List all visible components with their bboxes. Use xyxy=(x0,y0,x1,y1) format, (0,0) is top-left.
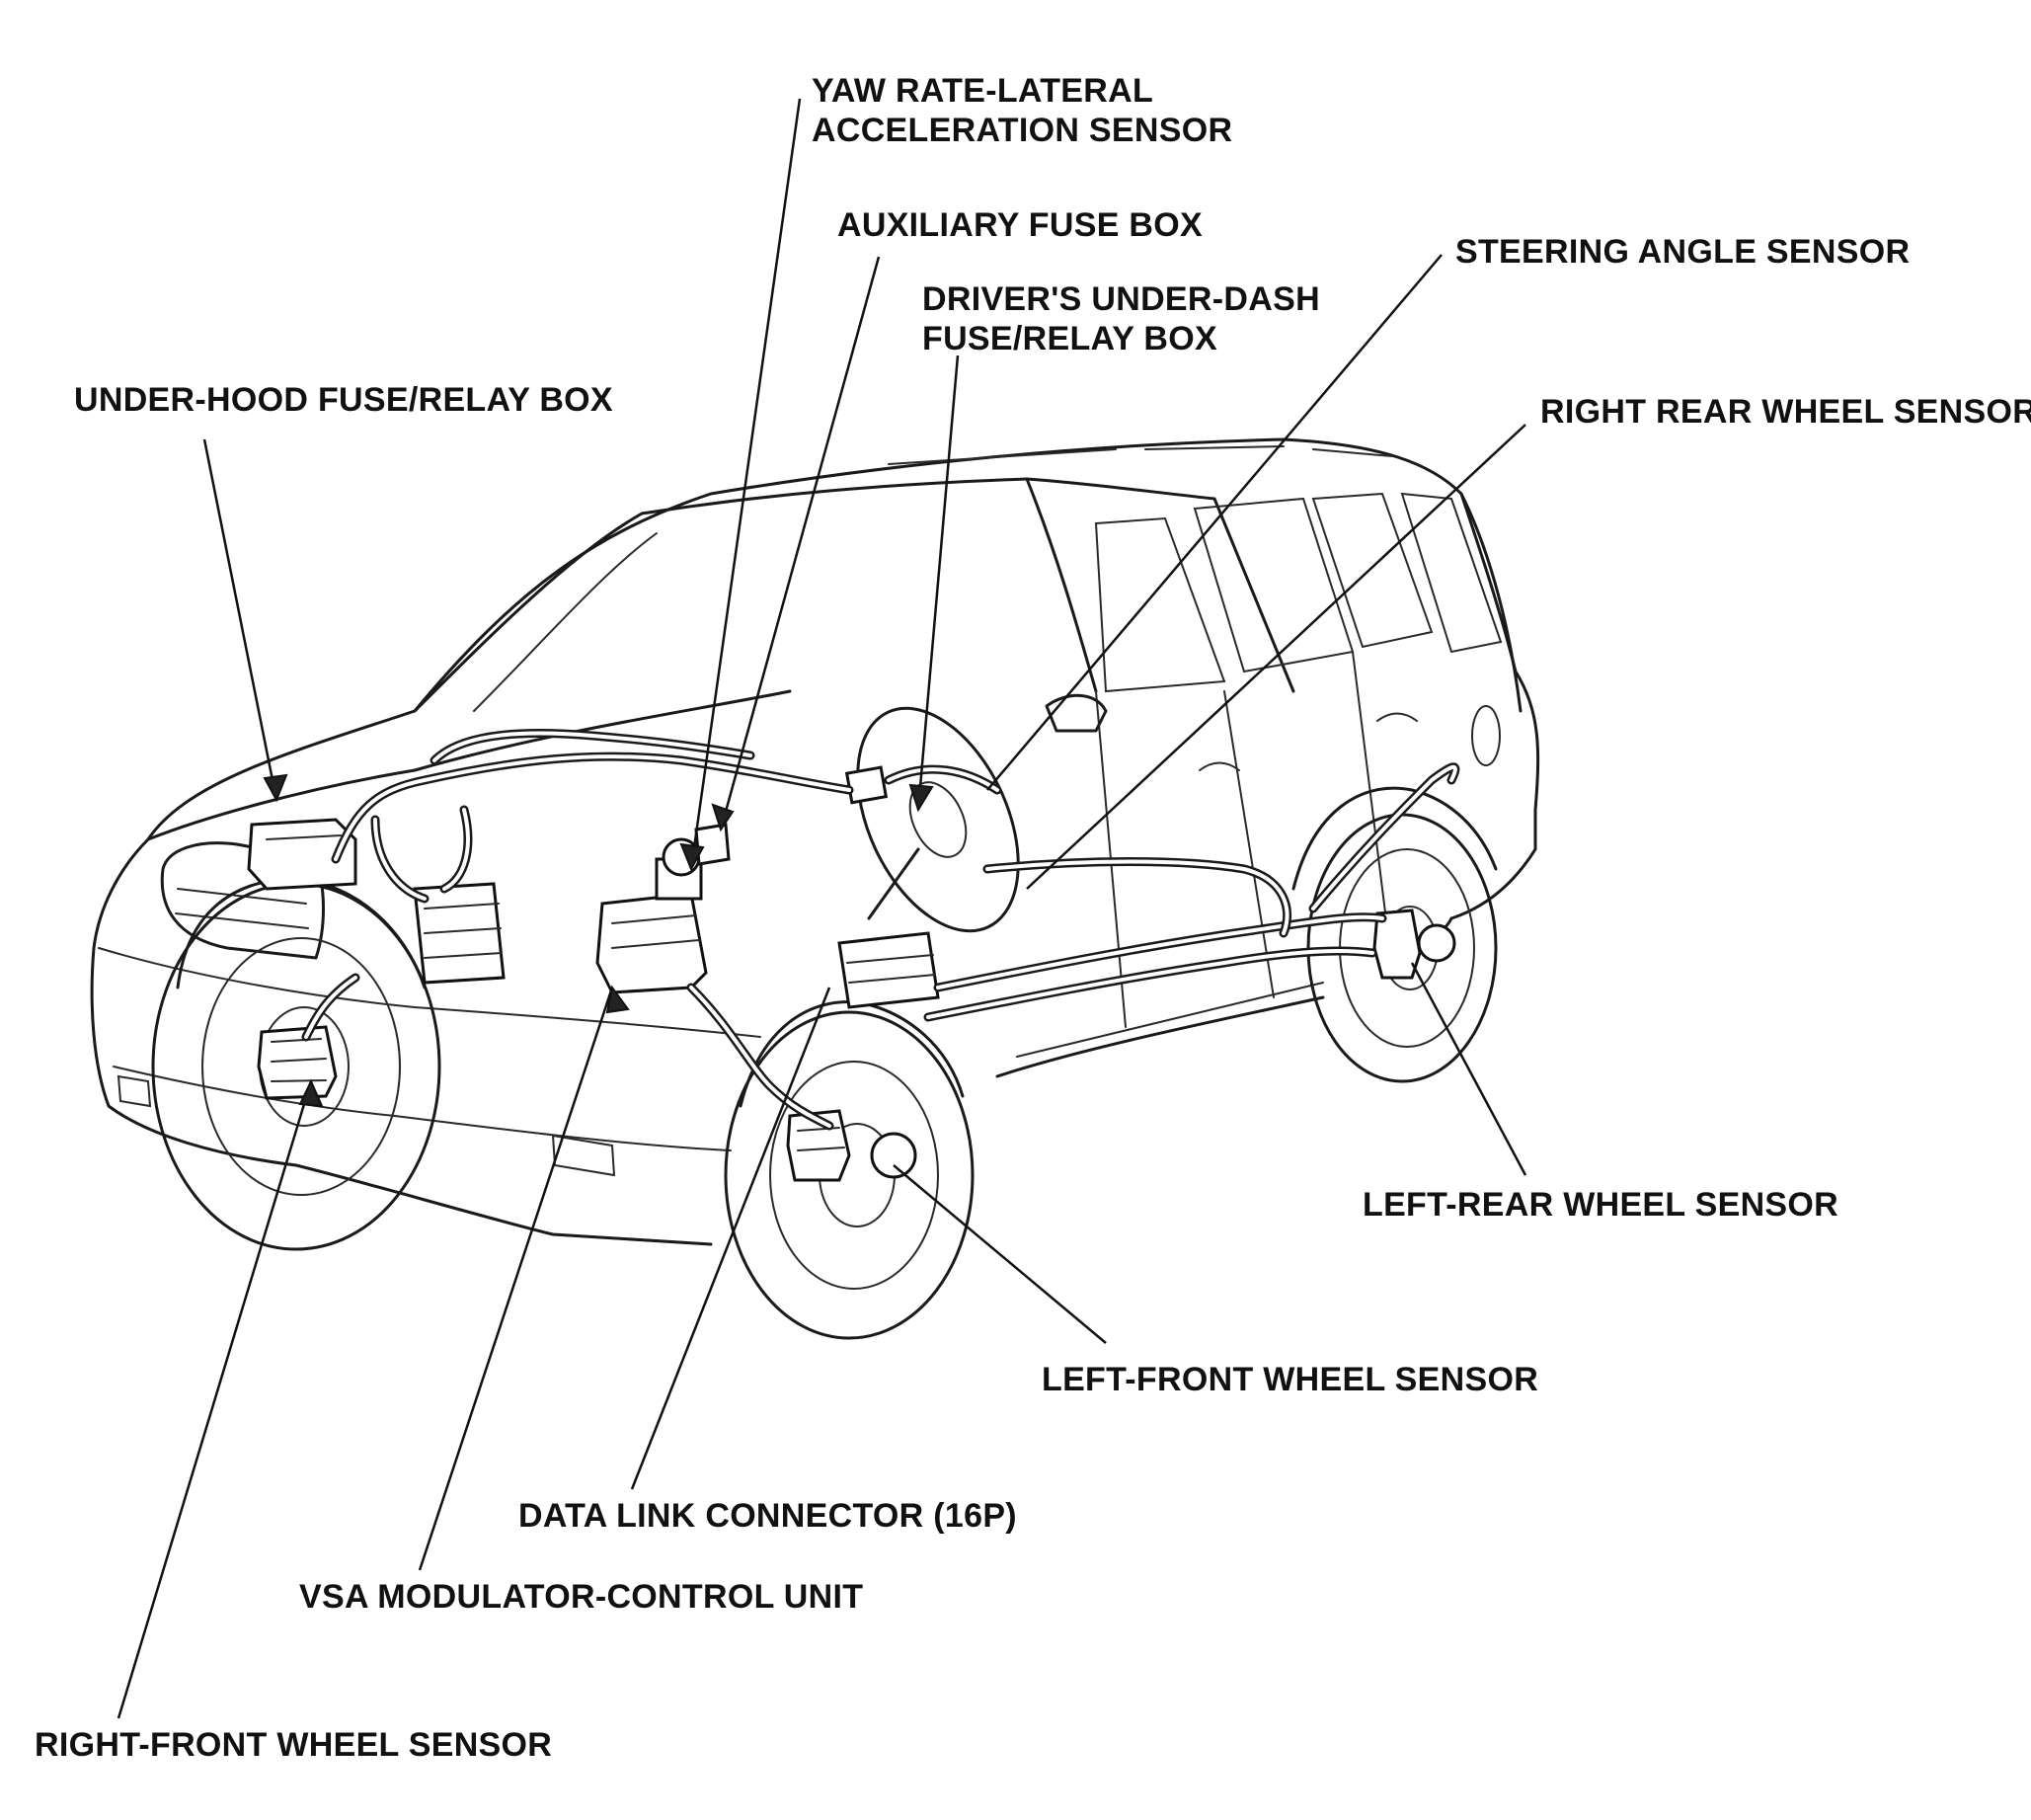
brake-assemblies xyxy=(257,909,1456,1182)
left-rear-wheel-sensor-label: LEFT-REAR WHEEL SENSOR xyxy=(1363,1186,1839,1224)
yaw-rate-lateral-acceleration-sensor-label: YAW RATE-LATERAL ACCELERATION SENSOR xyxy=(812,71,1232,150)
yaw-rate-label-line2: ACCELERATION SENSOR xyxy=(812,112,1233,149)
auxiliary-fuse-box-label: AUXILIARY FUSE BOX xyxy=(837,206,1204,244)
under-hood-fuse-relay-box-label: UNDER-HOOD FUSE/RELAY BOX xyxy=(74,381,613,419)
right-front-wheel-sensor-label: RIGHT-FRONT WHEEL SENSOR xyxy=(35,1726,553,1764)
drivers-fuse-label-line1: DRIVER'S UNDER-DASH xyxy=(922,280,1320,318)
vsa-modulator-control-unit-label: VSA MODULATOR-CONTROL UNIT xyxy=(299,1578,864,1616)
arrow-heads xyxy=(263,773,934,1108)
wiring-harness xyxy=(301,729,1460,1131)
steering-angle-sensor-label: STEERING ANGLE SENSOR xyxy=(1455,233,1911,271)
right-rear-wheel-sensor-label: RIGHT REAR WHEEL SENSOR xyxy=(1540,393,2031,431)
data-link-connector-label: DATA LINK CONNECTOR (16P) xyxy=(518,1497,1017,1535)
leader-lines xyxy=(117,98,1527,1719)
drivers-fuse-label-line2: FUSE/RELAY BOX xyxy=(922,320,1217,357)
yaw-rate-label-line1: YAW RATE-LATERAL xyxy=(812,72,1154,110)
left-front-wheel-sensor-label: LEFT-FRONT WHEEL SENSOR xyxy=(1042,1361,1539,1398)
drivers-under-dash-fuse-relay-box-label: DRIVER'S UNDER-DASH FUSE/RELAY BOX xyxy=(922,279,1320,358)
engine-bay-components xyxy=(247,706,1020,1009)
